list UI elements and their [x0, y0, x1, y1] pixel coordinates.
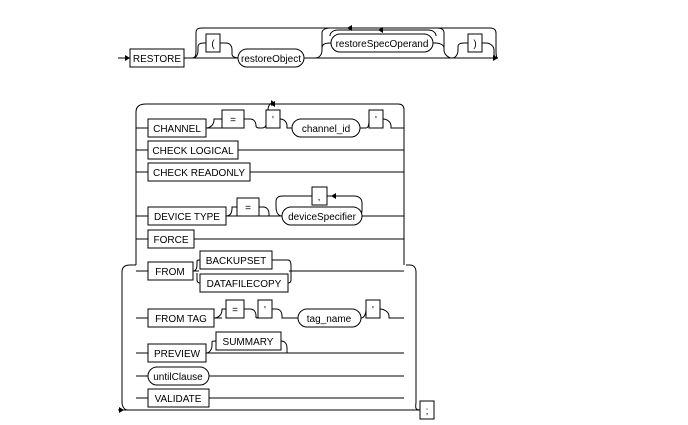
semicolon-symbol: ; [426, 406, 429, 417]
from-tag-keyword-box [147, 308, 215, 328]
from-tag-open-quote-symbol: ' [264, 305, 266, 316]
channel-keyword: CHANNEL [153, 124, 201, 135]
from-tag-equals-box [225, 299, 245, 319]
restore-object-node [237, 48, 305, 68]
restore-keyword: RESTORE [133, 54, 181, 65]
channel-equals-symbol: = [230, 115, 236, 126]
device-comma-symbol: , [318, 192, 321, 203]
close-paren-symbol: ) [473, 39, 476, 50]
restore-main-row: RESTORE ( restoreObject restoreSpecOpera… [118, 25, 499, 68]
close-paren-box [467, 33, 483, 53]
channel-close-quote-box [368, 109, 384, 129]
from-tag-close-quote-box [365, 299, 381, 319]
channel-open-quote-box [265, 109, 281, 129]
open-paren-symbol: ( [211, 39, 215, 50]
device-type-equals-box [236, 197, 260, 217]
channel-open-quote-symbol: ' [272, 115, 274, 126]
until-clause-label: untilClause [153, 372, 203, 383]
check-logical-keyword: CHECK LOGICAL [152, 146, 234, 157]
restore-options-loop: CHANNEL = ' channel_id ' CHECK LOGICAL C… [118, 100, 435, 420]
channel-equals-box [221, 109, 245, 129]
restore-spec-operand-node [330, 33, 434, 53]
device-type-keyword: DEVICE TYPE [154, 212, 220, 223]
from-keyword-box [147, 261, 194, 281]
until-clause-node [147, 366, 210, 386]
open-paren-box [205, 33, 221, 53]
from-tag-keyword: FROM TAG [155, 314, 207, 325]
device-specifier-label: deviceSpecifier [288, 212, 356, 223]
from-keyword: FROM [155, 267, 184, 278]
device-type-keyword-box [147, 206, 227, 226]
validate-keyword-box [147, 388, 210, 408]
channel-id-node [291, 118, 361, 138]
preview-keyword: PREVIEW [154, 349, 201, 360]
summary-keyword-box [215, 331, 282, 351]
device-type-equals-symbol: = [245, 203, 251, 214]
channel-keyword-box [147, 118, 207, 138]
device-comma-box [311, 186, 328, 206]
check-readonly-keyword-box [147, 162, 251, 182]
semicolon-box [419, 400, 435, 420]
check-logical-keyword-box [147, 140, 239, 160]
check-readonly-keyword: CHECK READONLY [153, 168, 245, 179]
force-keyword: FORCE [154, 235, 189, 246]
restore-spec-operand-label: restoreSpecOperand [336, 39, 429, 50]
validate-keyword: VALIDATE [155, 394, 202, 405]
from-tag-equals-symbol: = [232, 305, 238, 316]
backupset-keyword: BACKUPSET [206, 256, 267, 267]
from-tag-open-quote-box [257, 299, 273, 319]
tag-name-node [297, 308, 362, 328]
device-specifier-node [281, 206, 363, 226]
tag-name-label: tag_name [307, 314, 352, 325]
summary-keyword: SUMMARY [223, 337, 274, 348]
preview-keyword-box [147, 343, 207, 363]
channel-id-label: channel_id [302, 124, 350, 135]
datafilecopy-keyword: DATAFILECOPY [207, 279, 282, 290]
force-keyword-box [147, 229, 195, 249]
restore-object-label: restoreObject [241, 54, 301, 65]
channel-close-quote-symbol: ' [375, 115, 377, 126]
restore-keyword-box [129, 48, 185, 68]
from-tag-close-quote-symbol: ' [372, 305, 374, 316]
datafilecopy-keyword-box [199, 273, 289, 293]
